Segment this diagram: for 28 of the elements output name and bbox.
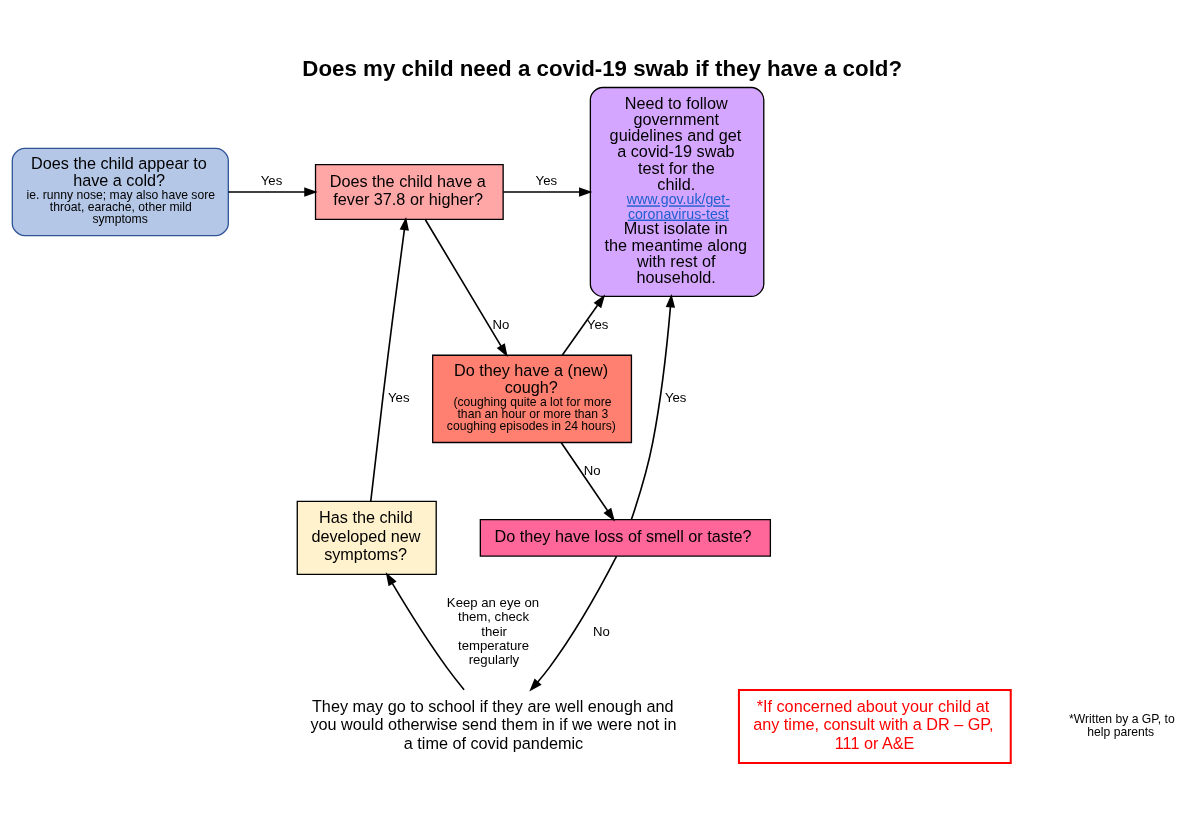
node-box: Has the child developed new symptoms? — [296, 500, 437, 575]
edge-label: Yes — [664, 389, 687, 405]
edge-label: No — [583, 462, 601, 478]
edge-label: Yes — [535, 172, 558, 188]
arrow — [424, 218, 508, 357]
arrow — [561, 294, 606, 356]
node-box: *If concerned about your child at any time, consult with a DR – GP, 111 or A&E — [737, 688, 1012, 764]
edge-label: No — [492, 316, 510, 332]
arrow — [502, 186, 593, 197]
label: *Written by a GP, to help parents — [1069, 711, 1175, 739]
arrow — [560, 441, 615, 521]
arrow — [369, 216, 409, 502]
edge-label: No — [592, 623, 610, 639]
node-box: Do they have loss of smell or taste? — [479, 518, 772, 557]
edge-label: Yes — [260, 172, 283, 188]
edge-label: Keep an eye on them, check their temperature regularly — [446, 594, 540, 667]
node-box: Does the child have a fever 37.8 or higher? — [314, 163, 504, 220]
node-box: Does the child appear to have a cold? ie. runny nose; may also have sore throat, earache, other mild symptoms — [11, 147, 229, 236]
edge-label: Yes — [388, 389, 410, 405]
node-box: Do they have a (new) cough? (coughing quite a lot for more than an hour or more than 3 coughing episodes in 24 hours) — [432, 354, 633, 443]
arrow — [529, 554, 618, 692]
arrow — [630, 293, 676, 520]
arrow — [385, 571, 465, 690]
arrow — [227, 186, 318, 197]
diagram-title: Does my child need a covid-19 swab if they have a cold? — [302, 55, 903, 81]
node-box: Need to follow government guidelines and get a covid-19 swab test for the child. www.gov.uk/get-coronavirus-test Must isolate in the meantime along with rest of household. — [589, 86, 765, 297]
edge-label: Yes — [586, 316, 609, 332]
node-text: They may go to school if they are well enough and you would otherwise send them in if we were not in a time of covid pandemic — [310, 696, 677, 752]
